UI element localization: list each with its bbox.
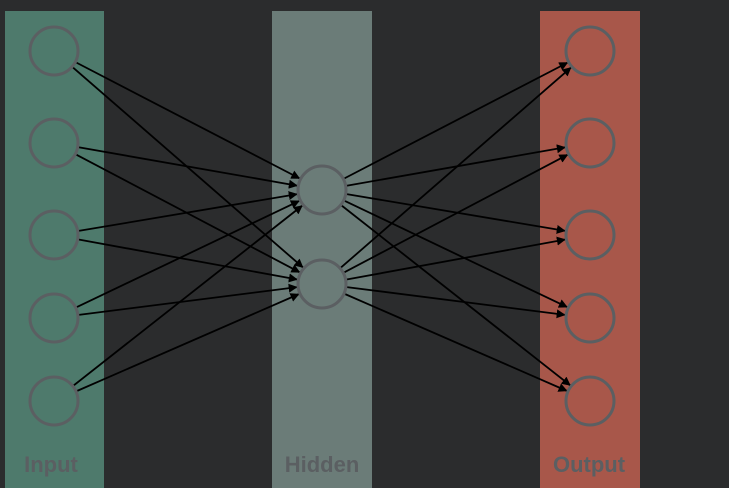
edge-input-1-to-hidden-2 bbox=[72, 66, 304, 269]
edge-input-4-to-hidden-2 bbox=[78, 283, 298, 316]
connections bbox=[72, 61, 572, 392]
hidden-layer-band bbox=[272, 11, 372, 488]
edge-hidden-1-to-output-1 bbox=[343, 61, 569, 180]
edge-input-2-to-hidden-1 bbox=[78, 146, 298, 189]
edge-hidden-2-to-output-2 bbox=[343, 153, 569, 274]
hidden-layer-label: Hidden bbox=[285, 452, 360, 477]
input-node-1 bbox=[28, 25, 80, 77]
edge-hidden-2-to-output-4 bbox=[346, 286, 566, 319]
edge-input-3-to-hidden-1 bbox=[78, 191, 298, 232]
input-node-3 bbox=[28, 209, 80, 261]
output-node-5 bbox=[564, 375, 616, 427]
output-layer-band bbox=[540, 11, 640, 488]
input-node-4 bbox=[28, 292, 80, 344]
edge-hidden-2-to-output-1 bbox=[340, 66, 572, 269]
neurons bbox=[28, 25, 616, 427]
output-node-4 bbox=[564, 292, 616, 344]
output-node-1 bbox=[564, 25, 616, 77]
input-node-5 bbox=[28, 375, 80, 427]
edge-input-5-to-hidden-2 bbox=[76, 293, 300, 392]
edge-hidden-1-to-output-5 bbox=[341, 204, 571, 387]
input-layer-band bbox=[5, 11, 104, 488]
output-node-3 bbox=[564, 209, 616, 261]
output-node-2 bbox=[564, 117, 616, 169]
edge-input-5-to-hidden-1 bbox=[73, 204, 303, 387]
edge-hidden-2-to-output-3 bbox=[346, 236, 566, 281]
edge-input-1-to-hidden-1 bbox=[75, 61, 301, 180]
edge-hidden-1-to-output-4 bbox=[344, 199, 568, 309]
input-node-2 bbox=[28, 117, 80, 169]
edge-input-2-to-hidden-2 bbox=[75, 153, 301, 274]
edge-input-4-to-hidden-1 bbox=[76, 199, 300, 309]
output-layer-label: Output bbox=[553, 452, 626, 477]
hidden-node-1 bbox=[296, 164, 348, 216]
input-layer-label: Input bbox=[24, 452, 78, 477]
edge-hidden-2-to-output-5 bbox=[344, 293, 568, 392]
edge-input-3-to-hidden-2 bbox=[78, 238, 298, 283]
hidden-node-2 bbox=[296, 258, 348, 310]
